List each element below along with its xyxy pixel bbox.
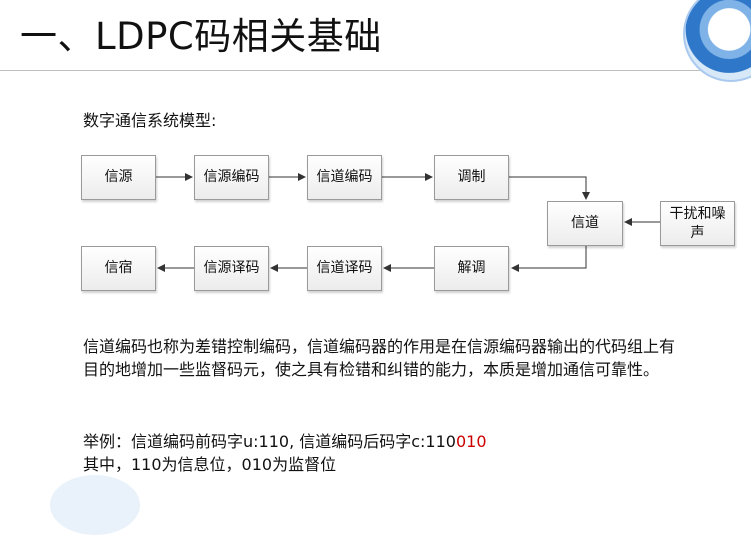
watermark-shape [50,475,140,535]
title-divider [0,70,751,71]
box-channel-decoder: 信道译码 [307,246,382,291]
example-line-1: 举例：信道编码前码字u:110, 信道编码后码字c:110010 [83,430,723,453]
box-noise: 干扰和噪声 [660,201,735,246]
box-source-encoder: 信源编码 [194,155,269,200]
box-sink: 信宿 [81,246,156,291]
box-demodulation: 解调 [434,246,509,291]
box-modulation: 调制 [434,155,509,200]
arrow-channel-to-demodulation [511,246,587,272]
example-text: 举例：信道编码前码字u:110, 信道编码后码字c:110 [83,432,456,451]
diagram-arrows [156,173,660,272]
box-source-decoder: 信源译码 [194,246,269,291]
box-channel: 信道 [547,201,623,246]
check-bits-highlight: 010 [455,432,487,451]
box-source: 信源 [81,155,156,200]
description-paragraph: 信道编码也称为差错控制编码，信道编码器的作用是在信源编码器输出的代码组上有目的地… [83,337,676,379]
section-subtitle: 数字通信系统模型: [83,111,217,130]
page-title: 一、LDPC码相关基础 [20,15,382,58]
example-block: 举例：信道编码前码字u:110, 信道编码后码字c:110010 其中，110为… [83,430,723,476]
arrow-modulation-to-channel [509,176,590,200]
example-line-2: 其中，110为信息位，010为监督位 [83,455,337,474]
box-channel-encoder: 信道编码 [307,155,382,200]
